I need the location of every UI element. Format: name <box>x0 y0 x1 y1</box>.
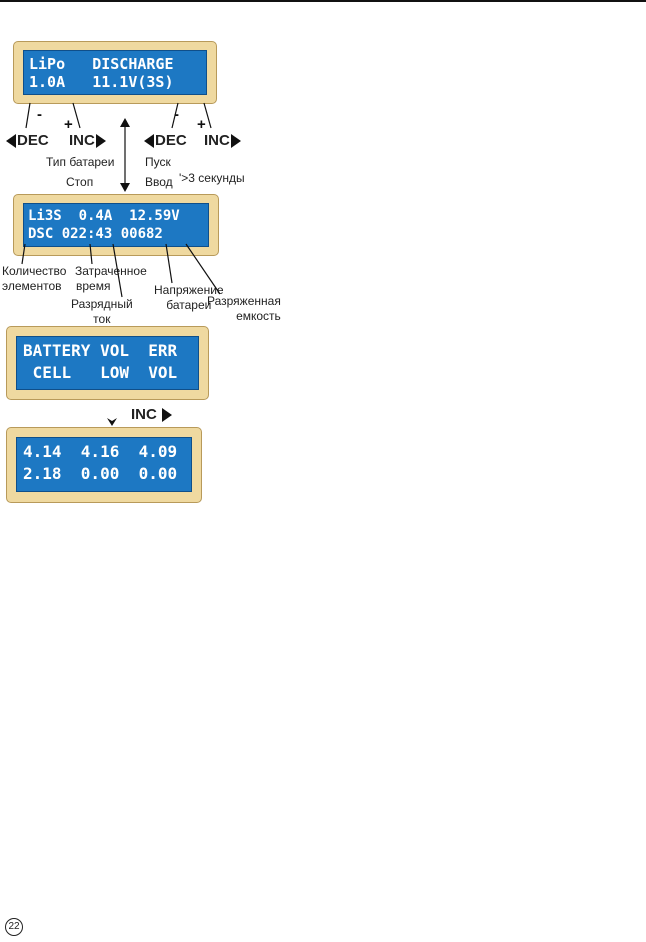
arrow-down-icon <box>107 418 117 426</box>
lcd-line-2: 2.18 0.00 0.00 <box>23 464 178 483</box>
lcd-screen: Li3S 0.4A 12.59V DSC 022:43 00682 <box>23 203 209 247</box>
triangle-left-icon <box>144 134 154 149</box>
label-battery-type: Тип батареи <box>46 155 115 169</box>
plus-sign-right: + <box>197 116 206 133</box>
label-cell-count: Количество элементов <box>2 264 67 293</box>
lcd-panel-discharge-status: Li3S 0.4A 12.59V DSC 022:43 00682 <box>13 194 219 256</box>
arrow-down-icon <box>120 183 130 192</box>
arrow-up-icon <box>120 118 130 127</box>
lcd-line-1: LiPo DISCHARGE <box>29 55 174 73</box>
leader-line <box>25 102 31 129</box>
lcd-screen: BATTERY VOL ERR CELL LOW VOL <box>16 336 199 390</box>
label-seconds: '>3 секунды <box>179 171 245 185</box>
lcd-screen: LiPo DISCHARGE 1.0A 11.1V(3S) <box>23 50 207 95</box>
inc-button-left[interactable]: INC <box>69 133 106 149</box>
lcd-panel-cell-voltages: 4.14 4.16 4.09 2.18 0.00 0.00 <box>6 427 202 503</box>
minus-sign-right: - <box>174 106 179 123</box>
lcd-line-2: DSC 022:43 00682 <box>28 226 163 242</box>
triangle-right-icon <box>95 134 106 149</box>
label-start: Пуск <box>145 155 171 169</box>
label-stop: Стоп <box>66 175 94 189</box>
dec-button-left[interactable]: DEC <box>6 133 49 149</box>
label-elapsed-time: Затраченное время <box>75 264 147 293</box>
lcd-line-2: 1.0A 11.1V(3S) <box>29 73 174 91</box>
leader-line <box>72 102 81 129</box>
page-number: 22 <box>5 918 23 936</box>
lcd-line-1: Li3S 0.4A 12.59V <box>28 208 180 224</box>
lcd-panel-error-message: BATTERY VOL ERR CELL LOW VOL <box>6 326 209 400</box>
lcd-line-1: 4.14 4.16 4.09 <box>23 442 178 461</box>
label-discharge-current: Разрядный ток <box>71 297 133 326</box>
dec-button-right[interactable]: DEC <box>144 133 187 149</box>
inc-button-next[interactable]: INC <box>131 407 172 423</box>
lcd-line-2: CELL LOW VOL <box>23 363 178 382</box>
lcd-panel-battery-type: LiPo DISCHARGE 1.0A 11.1V(3S) <box>13 41 217 104</box>
top-rule <box>0 0 646 2</box>
label-enter: Ввод <box>145 175 173 189</box>
minus-sign-left: - <box>37 106 42 123</box>
lcd-line-1: BATTERY VOL ERR <box>23 341 178 360</box>
lcd-screen: 4.14 4.16 4.09 2.18 0.00 0.00 <box>16 437 192 492</box>
inc-button-right[interactable]: INC <box>204 133 241 149</box>
plus-sign-left: + <box>64 116 73 133</box>
triangle-right-icon <box>161 408 172 423</box>
triangle-left-icon <box>6 134 16 149</box>
label-discharged-capacity: Разряженная емкость <box>207 294 281 323</box>
triangle-right-icon <box>230 134 241 149</box>
